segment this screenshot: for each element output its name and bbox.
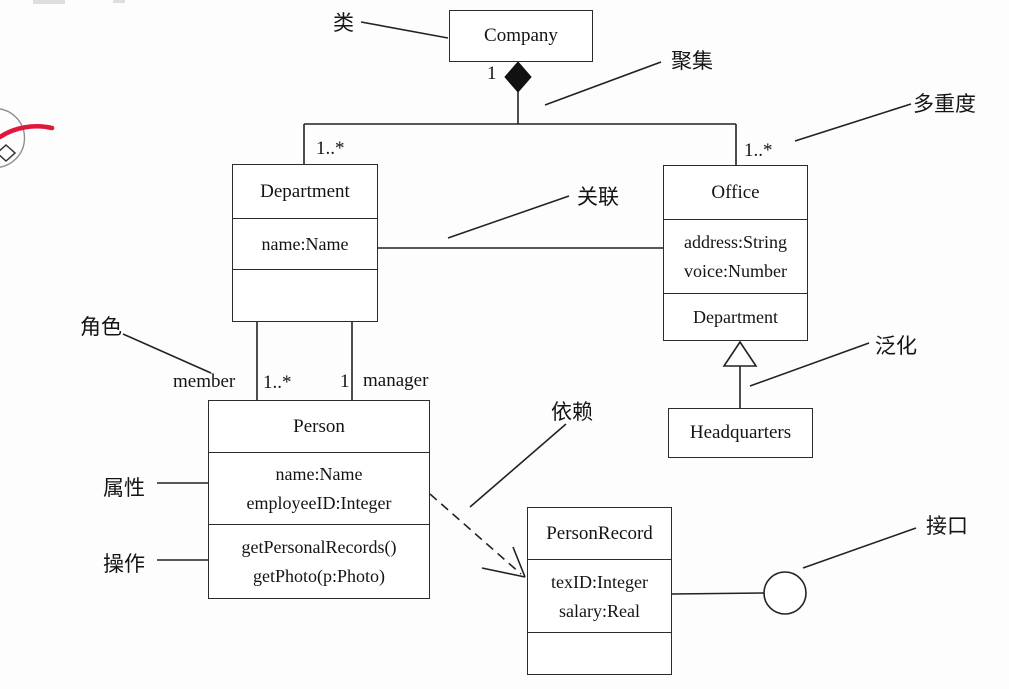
class-name: Company: [484, 25, 558, 46]
attribute: salary:Real: [559, 600, 640, 621]
red-marker-stroke: [0, 124, 55, 140]
callout-line-class: [360, 21, 449, 39]
callout-dependency: 依赖: [551, 400, 593, 424]
top-edge-artifact: [33, 0, 65, 4]
callout-role: 角色: [80, 315, 122, 339]
operation-compartment: getPersonalRecords() getPhoto(p:Photo): [209, 524, 429, 598]
role-manager: manager: [363, 370, 429, 391]
role-member: member: [173, 371, 236, 392]
attribute-compartment: texID:Integer salary:Real: [528, 559, 671, 632]
class-name: Department: [260, 180, 350, 202]
presenter-circle-mark: [0, 108, 26, 168]
operation: getPhoto(p:Photo): [252, 566, 385, 586]
multiplicity-manager: 1: [340, 371, 350, 392]
class-box-person: Person name:Name employeeID:Integer getP…: [208, 400, 430, 599]
callout-multiplicity: 多重度: [913, 92, 976, 116]
class-box-headquarters: Headquarters: [668, 408, 813, 458]
class-name: Office: [711, 181, 760, 203]
callout-line-interface: [802, 527, 917, 569]
class-box-office: Office address:String voice:Number Depar…: [663, 165, 808, 341]
attribute: address:String: [684, 232, 787, 252]
attribute: texID:Integer: [551, 571, 648, 592]
attribute-compartment: address:String voice:Number: [664, 219, 807, 293]
operation: getPersonalRecords(): [241, 537, 397, 557]
class-name: PersonRecord: [546, 522, 653, 544]
callout-operations: 操作: [103, 552, 145, 576]
class-name: Person: [293, 415, 345, 437]
dependency-dashed-line: [429, 493, 522, 575]
callout-aggregation: 聚集: [671, 49, 713, 73]
generalization-triangle-icon: [722, 340, 758, 367]
class-name: Headquarters: [689, 422, 792, 443]
callout-generalization: 泛化: [875, 334, 917, 358]
callout-interface: 接口: [926, 514, 968, 538]
callout-line-association: [447, 195, 570, 239]
aggregation-diamond-icon: [504, 61, 532, 93]
pointer-cursor-icon: [0, 143, 17, 163]
multiplicity-company: 1: [487, 63, 497, 84]
callout-line-aggregation: [544, 61, 662, 106]
interface-lollipop-line: [671, 592, 765, 595]
class-box-department: Department name:Name: [232, 164, 378, 322]
class-box-company: Company: [449, 10, 593, 62]
multiplicity-member: 1..*: [263, 372, 292, 393]
class-box-personrecord: PersonRecord texID:Integer salary:Real: [527, 507, 672, 675]
attribute: voice:Number: [684, 261, 787, 281]
attribute: name:Name: [261, 234, 349, 254]
dependency-arrowhead: [512, 546, 526, 578]
attribute: employeeID:Integer: [246, 493, 392, 513]
callout-class: 类: [333, 11, 354, 35]
extra-compartment: Department: [664, 293, 807, 340]
multiplicity-office: 1..*: [744, 140, 773, 161]
callout-line-generalization: [749, 342, 870, 387]
multiplicity-department: 1..*: [316, 138, 345, 159]
empty-compartment: [233, 269, 377, 321]
callout-attributes: 属性: [103, 476, 145, 500]
top-edge-artifact: [113, 0, 125, 3]
attribute-compartment: name:Name: [233, 218, 377, 269]
callout-line-multiplicity: [794, 103, 912, 142]
interface-circle-icon: [763, 571, 807, 615]
empty-compartment: [528, 632, 671, 674]
attribute: name:Name: [275, 464, 363, 484]
callout-association: 关联: [577, 185, 619, 209]
callout-line-role: [122, 333, 212, 374]
attribute-compartment: name:Name employeeID:Integer: [209, 452, 429, 524]
dependency-arrowhead: [481, 567, 526, 578]
callout-line-dependency: [469, 423, 567, 508]
extra-entry: Department: [693, 307, 778, 327]
